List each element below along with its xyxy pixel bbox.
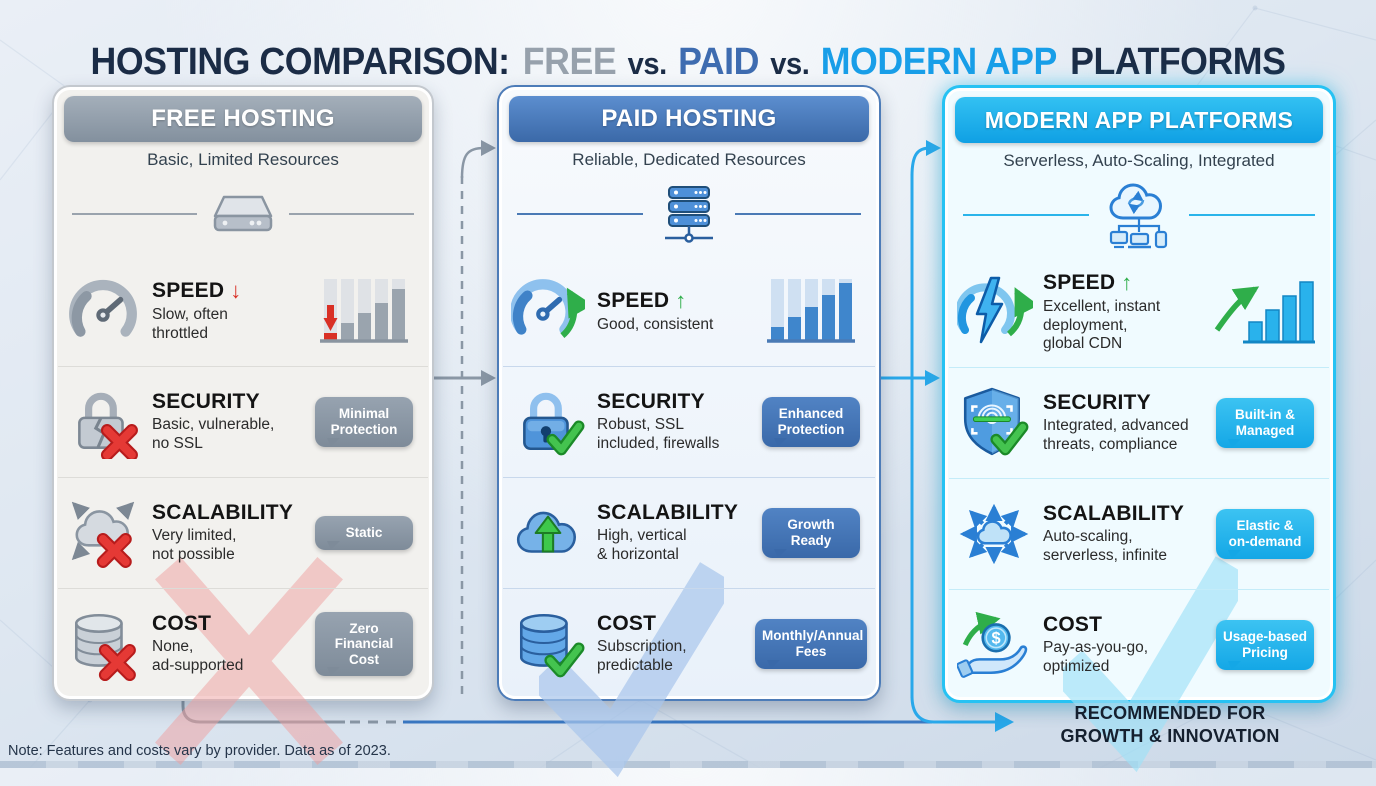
- lock-check-icon: [523, 392, 585, 456]
- feature-desc: Integrated, advanced threats, compliance: [1043, 417, 1189, 453]
- coins-check-icon: [519, 613, 585, 678]
- paid-hosting-card: PAID HOSTING Reliable, Dedicated Resourc…: [497, 85, 881, 778]
- bottom-strip: [0, 761, 1376, 768]
- coins-crossed-icon: [74, 613, 136, 681]
- paid-hero: [499, 172, 879, 256]
- feature-row-speed: SPEED↑ Excellent, instant deployment, gl…: [949, 257, 1329, 367]
- scalability-badge: Elastic & on-demand: [1216, 509, 1314, 559]
- scalability-badge: Growth Ready: [762, 508, 860, 558]
- free-hosting-subtitle: Basic, Limited Resources: [147, 150, 339, 169]
- feature-title: SCALABILITY: [597, 501, 739, 525]
- free-hero: [54, 172, 432, 256]
- declining-bars-icon: [320, 279, 408, 343]
- footnote: Note: Features and costs vary by provide…: [8, 743, 391, 759]
- trend-up-icon: ↑: [675, 287, 687, 313]
- feature-row-cost: COST Subscription, predictable Monthly/A…: [503, 588, 875, 699]
- feature-desc: Auto-scaling, serverless, infinite: [1043, 528, 1168, 564]
- growth-bars-icon: [1214, 281, 1315, 344]
- feature-desc: Subscription, predictable: [597, 638, 687, 674]
- protection-badge: Built-in & Managed: [1216, 398, 1314, 448]
- divider: [735, 213, 861, 215]
- cloud-limited-icon: [71, 501, 135, 568]
- divider: [1189, 214, 1315, 216]
- feature-desc: Very limited, not possible: [152, 527, 237, 563]
- paid-hosting-subtitle: Reliable, Dedicated Resources: [572, 150, 806, 169]
- feature-title: COST: [597, 612, 657, 636]
- scalability-badge: Static: [315, 516, 413, 550]
- divider: [289, 213, 414, 215]
- speedometer-icon: [69, 279, 137, 337]
- feature-desc: Good, consistent: [597, 315, 714, 333]
- title-segment: PLATFORMS: [1060, 41, 1286, 84]
- feature-row-cost: $ COST Pay-as-you-go, optimized Usage-ba…: [949, 589, 1329, 700]
- hand-coin-icon: $: [957, 611, 1028, 678]
- trend-down-icon: ↓: [230, 278, 242, 304]
- feature-row-cost: COST None, ad-supported Zero Financial C…: [58, 588, 428, 699]
- title-segment-modern: MODERN APP: [820, 41, 1058, 84]
- feature-title: SCALABILITY: [152, 501, 294, 525]
- cloud-scale-icon: [959, 503, 1029, 565]
- cost-badge: Monthly/Annual Fees: [755, 619, 867, 669]
- feature-desc: Basic, vulnerable, no SSL: [152, 416, 275, 452]
- feature-row-speed: SPEED↓ Slow, often throttled: [58, 256, 428, 366]
- protection-badge: Enhanced Protection: [762, 397, 860, 447]
- free-hosting-header: FREE HOSTING: [64, 96, 422, 142]
- feature-desc: High, vertical & horizontal: [597, 527, 687, 563]
- feature-row-scalability: SCALABILITY High, vertical & horizontal …: [503, 477, 875, 588]
- divider: [72, 213, 197, 215]
- feature-desc: Pay-as-you-go, optimized: [1043, 639, 1149, 675]
- title-segment: vs.: [762, 46, 818, 82]
- protection-badge: Minimal Protection: [315, 397, 413, 447]
- feature-title: SPEED: [597, 288, 670, 312]
- trend-up-icon: ↑: [1121, 269, 1133, 295]
- feature-title: SCALABILITY: [1043, 502, 1185, 526]
- modern-platforms-subtitle: Serverless, Auto-Scaling, Integrated: [1003, 151, 1275, 170]
- title-segment: vs.: [619, 46, 675, 82]
- feature-title: SECURITY: [152, 390, 260, 414]
- feature-desc: None, ad-supported: [152, 638, 244, 674]
- title-segment-paid: PAID: [678, 41, 759, 84]
- feature-desc: Robust, SSL included, firewalls: [597, 416, 720, 452]
- feature-title: SPEED: [1043, 270, 1116, 294]
- feature-row-security: SECURITY Integrated, advanced threats, c…: [949, 367, 1329, 478]
- cost-badge: Zero Financial Cost: [315, 611, 413, 677]
- feature-row-security: SECURITY Robust, SSL included, firewalls…: [503, 366, 875, 477]
- rising-bars-icon: [767, 279, 855, 343]
- server-stack-icon: [665, 186, 713, 243]
- recommendation-label: RECOMMENDED FOR GROWTH & INNOVATION: [1060, 703, 1280, 747]
- title-segment: HOSTING COMPARISON:: [90, 41, 520, 84]
- divider: [517, 213, 643, 215]
- speedometer-bolt-icon: [957, 276, 1033, 344]
- feature-title: SECURITY: [597, 390, 705, 414]
- svg-text:$: $: [991, 629, 1000, 647]
- feature-row-scalability: SCALABILITY Very limited, not possible S…: [58, 477, 428, 588]
- feature-title: COST: [152, 612, 212, 636]
- feature-title: SPEED: [152, 279, 225, 303]
- feature-title: COST: [1043, 613, 1103, 637]
- feature-row-security: SECURITY Basic, vulnerable, no SSL Minim…: [58, 366, 428, 477]
- free-hosting-card: FREE HOSTING Basic, Limited Resources SP…: [52, 85, 434, 765]
- cloud-network-icon: [1109, 183, 1168, 249]
- modern-hero: [945, 173, 1333, 257]
- feature-desc: Excellent, instant deployment, global CD…: [1043, 297, 1161, 353]
- modern-platforms-header: MODERN APP PLATFORMS: [955, 97, 1323, 143]
- cost-badge: Usage-based Pricing: [1215, 620, 1315, 670]
- feature-row-speed: SPEED↑ Good, consistent: [503, 256, 875, 366]
- broken-lock-icon: [78, 392, 138, 459]
- feature-desc: Slow, often throttled: [152, 306, 228, 342]
- divider: [963, 214, 1089, 216]
- speedometer-up-icon: [511, 279, 585, 339]
- shield-fingerprint-icon: [963, 387, 1029, 456]
- title-segment-free: FREE: [522, 41, 617, 84]
- page-title: HOSTING COMPARISON: FREE vs. PAID vs. MO…: [41, 41, 1334, 84]
- cloud-up-icon: [516, 511, 577, 553]
- feature-title: SECURITY: [1043, 391, 1151, 415]
- modern-platforms-card: MODERN APP PLATFORMS Serverless, Auto-Sc…: [942, 85, 1336, 773]
- server-icon: [213, 195, 273, 232]
- paid-hosting-header: PAID HOSTING: [509, 96, 869, 142]
- feature-row-scalability: SCALABILITY Auto-scaling, serverless, in…: [949, 478, 1329, 589]
